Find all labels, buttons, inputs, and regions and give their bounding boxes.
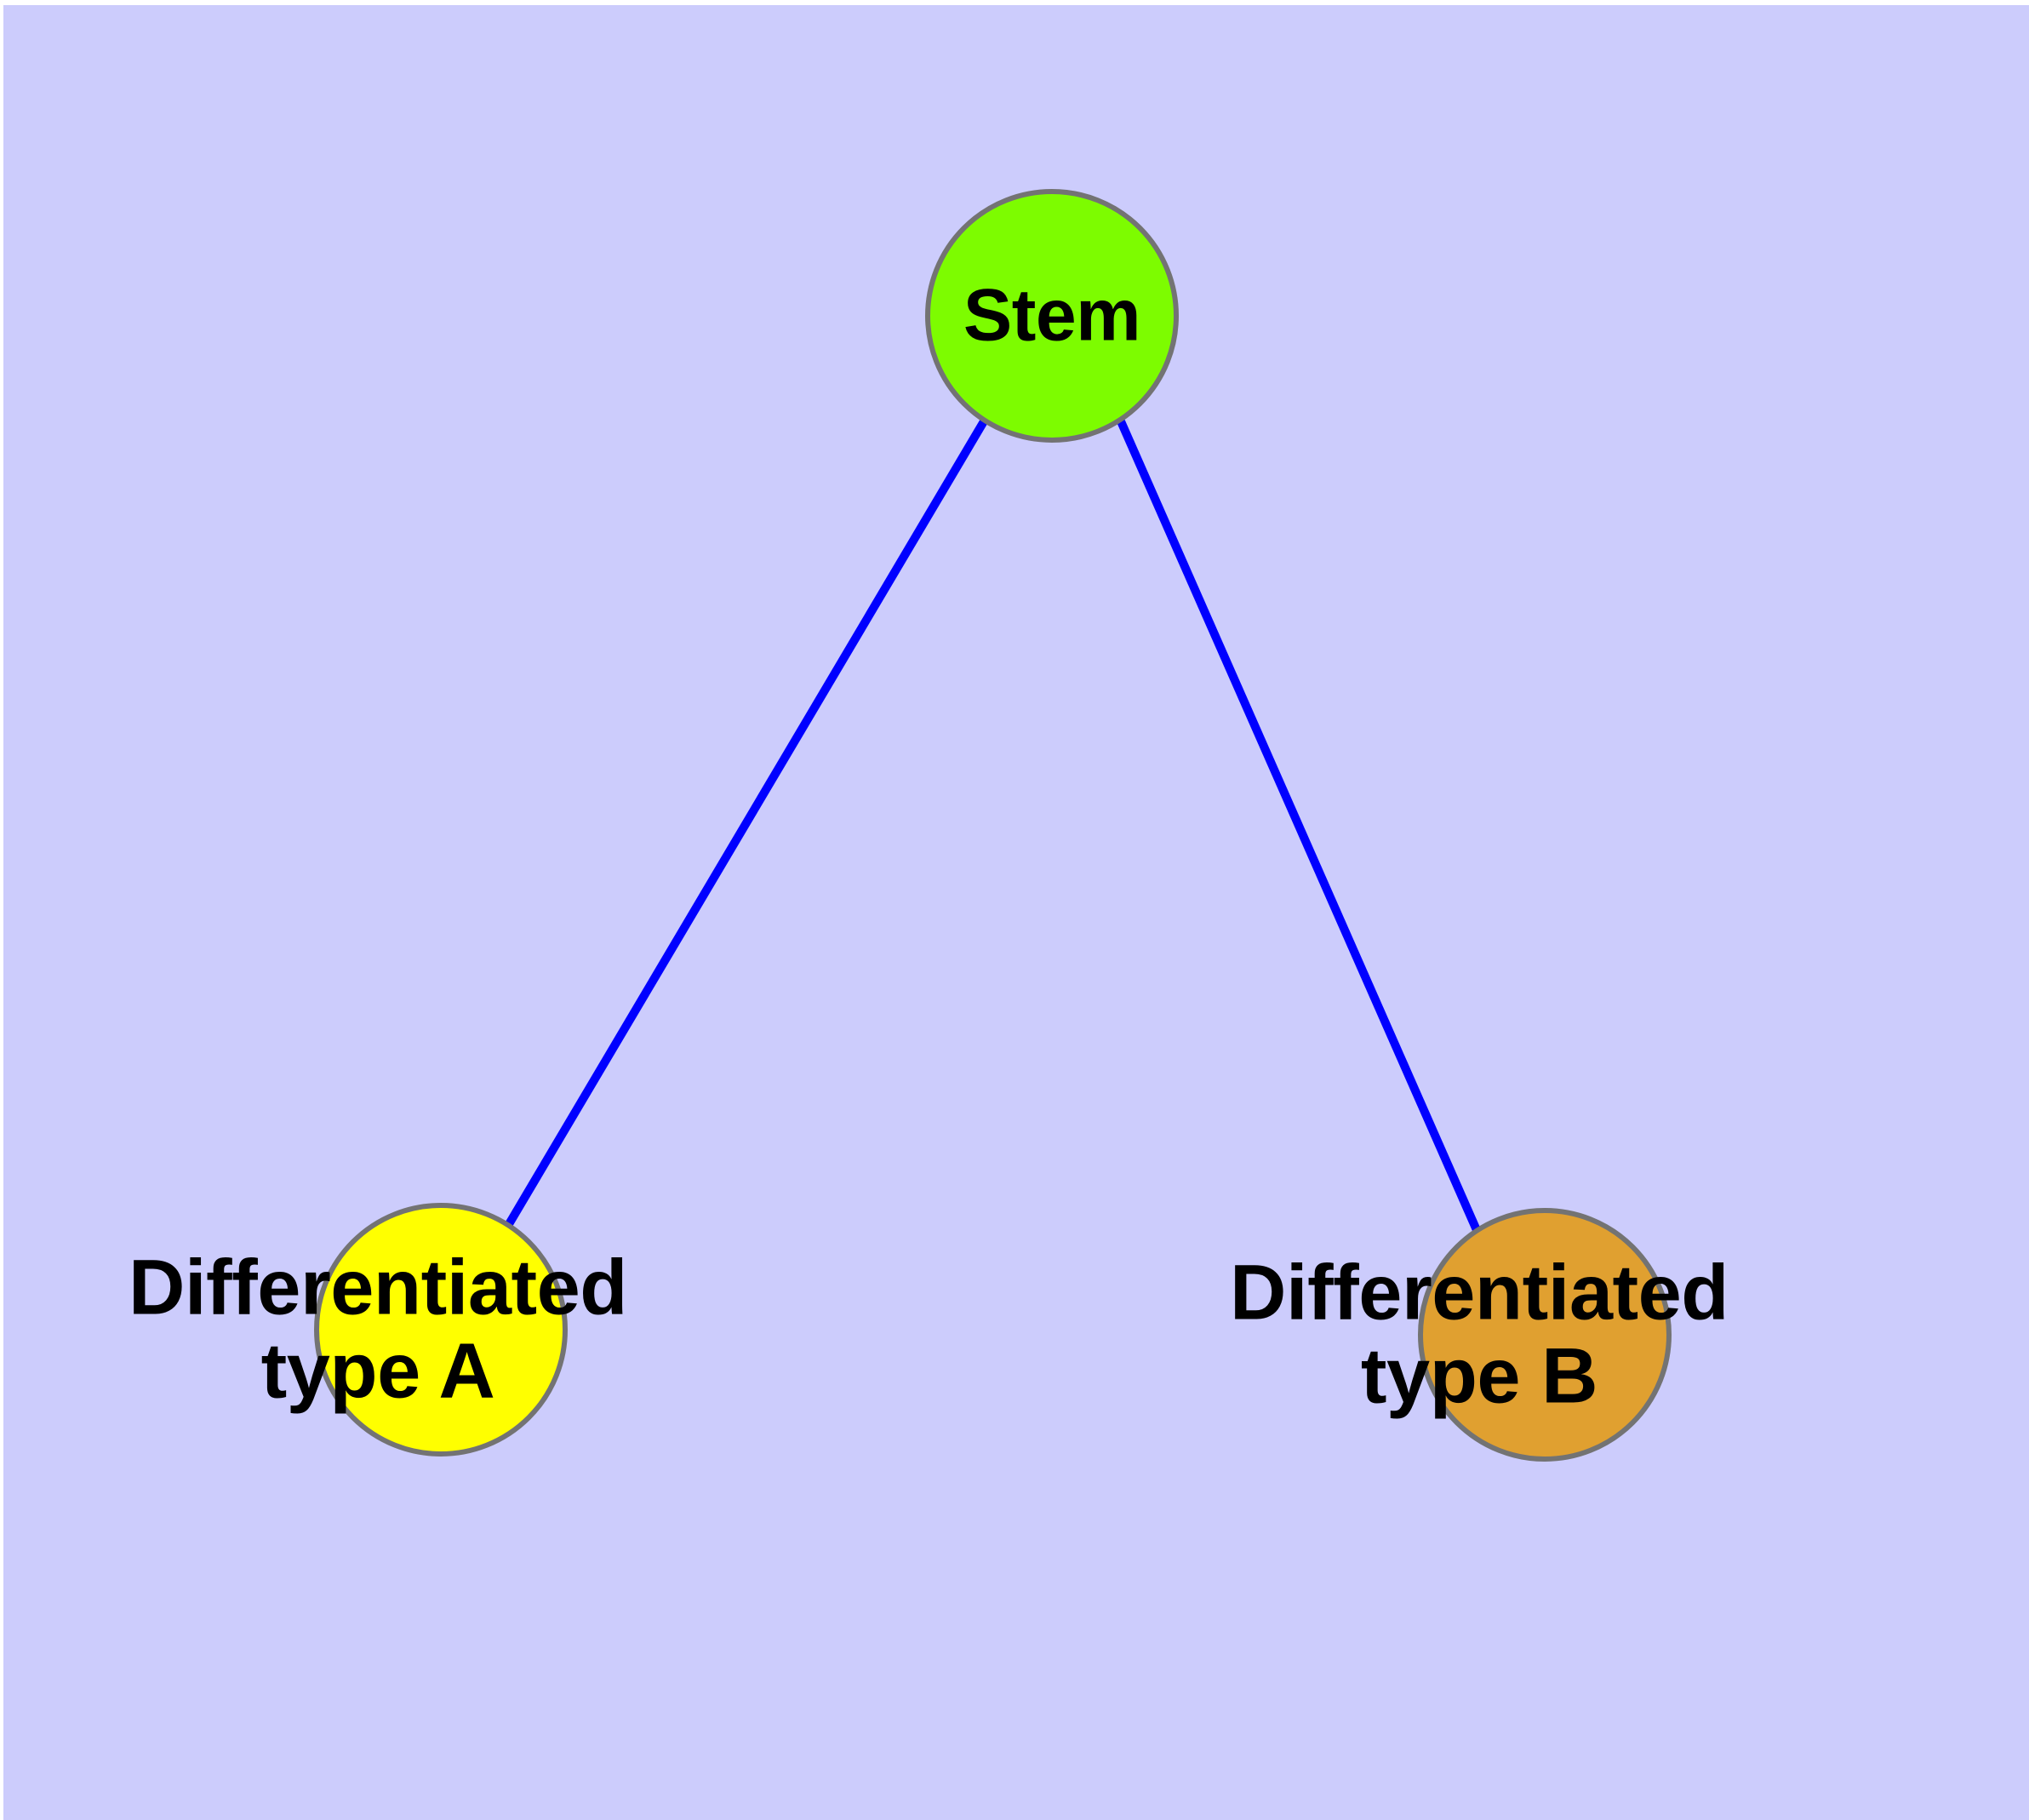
nodes-group (314, 189, 1672, 1462)
edges-group (505, 419, 1481, 1233)
graph-node-diff-b[interactable] (1418, 1208, 1672, 1462)
graph-node-diff-a[interactable] (314, 1203, 568, 1457)
graph-node-stem[interactable] (925, 189, 1179, 443)
graph-edge-stem-to-diff-b (1117, 419, 1481, 1233)
graph-edge-stem-to-diff-a (505, 419, 988, 1227)
